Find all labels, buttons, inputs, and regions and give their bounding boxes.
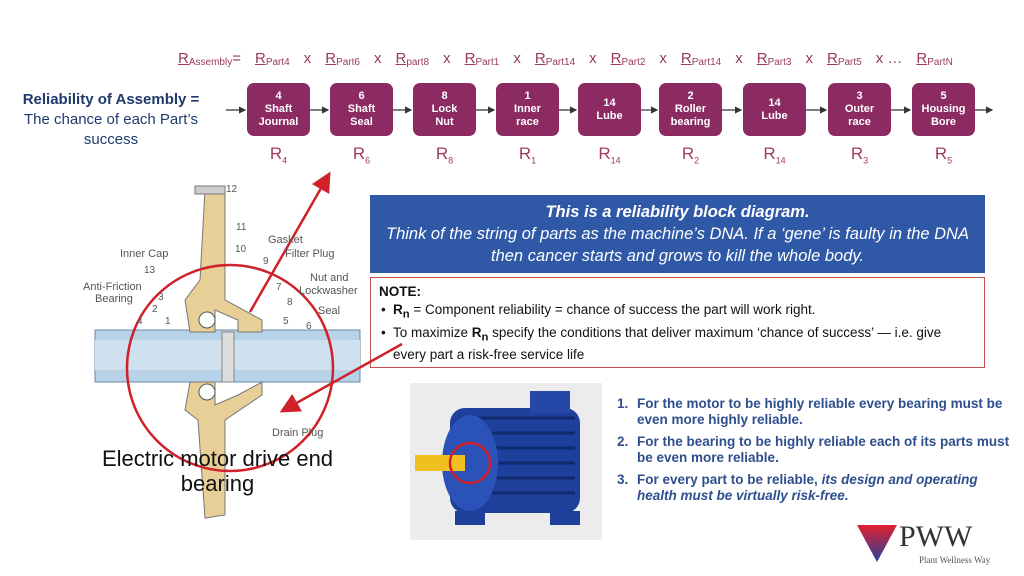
svg-text:11: 11 (236, 222, 247, 233)
svg-text:Lockwasher: Lockwasher (299, 285, 358, 297)
logo-triangle-icon (857, 525, 897, 562)
svg-text:13: 13 (144, 265, 156, 276)
svg-text:Gasket: Gasket (268, 234, 303, 246)
svg-text:4: 4 (137, 316, 143, 327)
equation-lhs: RAssembly= (178, 50, 241, 68)
svg-text:9: 9 (263, 256, 269, 267)
svg-text:10: 10 (235, 244, 247, 255)
highlight-circle (125, 263, 335, 473)
svg-text:Drain Plug: Drain Plug (272, 427, 323, 439)
diagram-caption: Electric motor drive end bearing (101, 446, 334, 496)
note-box: NOTE: Rn = Component reliability = chanc… (370, 277, 985, 368)
list-item: 1.For the motor to be highly reliable ev… (617, 396, 1003, 427)
pointer-arrow (279, 342, 403, 413)
svg-text:7: 7 (276, 282, 282, 293)
svg-text:Inner Cap: Inner Cap (120, 248, 168, 260)
logo-tagline: Plant Wellness Way (919, 555, 991, 565)
svg-text:Seal: Seal (318, 305, 340, 317)
svg-text:Anti-Friction: Anti-Friction (83, 281, 142, 293)
reliability-label: R8 (435, 144, 454, 166)
reliability-label: R6 (352, 144, 371, 166)
pointer-arrow (248, 171, 331, 313)
reliability-label: R3 (850, 144, 869, 166)
svg-text:3: 3 (158, 292, 164, 303)
reliability-label: R4 (269, 144, 288, 166)
note-item: Rn = Component reliability = chance of s… (379, 301, 976, 324)
list-item: 2.For the bearing to be highly reliable … (617, 434, 1010, 465)
svg-text:5: 5 (283, 316, 289, 327)
svg-text:Nut and: Nut and (310, 272, 349, 284)
electric-motor-image (410, 383, 602, 540)
reliability-label: R5 (934, 144, 953, 166)
reliability-label: R14 (598, 144, 621, 166)
reliability-points-list: 1.For the motor to be highly reliable ev… (617, 396, 1012, 510)
reliability-label: R14 (763, 144, 786, 166)
note-item: To maximize Rn specify the conditions th… (379, 324, 976, 365)
assembly-reliability-definition: Reliability of Assembly =The chance of e… (22, 91, 200, 148)
pww-logo: PWW Plant Wellness Way (857, 520, 1017, 568)
list-item: 3.For every part to be reliable, its des… (617, 472, 978, 503)
rbd-explanation-box: This is a reliability block diagram.Thin… (370, 195, 985, 273)
logo-brand: PWW (899, 520, 973, 553)
svg-text:6: 6 (306, 321, 312, 332)
svg-text:2: 2 (152, 304, 158, 315)
svg-text:1: 1 (165, 316, 171, 327)
svg-text:Filter Plug: Filter Plug (285, 248, 335, 260)
svg-text:12: 12 (226, 184, 238, 195)
svg-text:8: 8 (287, 297, 293, 308)
reliability-label: R2 (681, 144, 700, 166)
svg-text:Bearing: Bearing (95, 293, 133, 305)
reliability-label: R1 (518, 144, 537, 166)
